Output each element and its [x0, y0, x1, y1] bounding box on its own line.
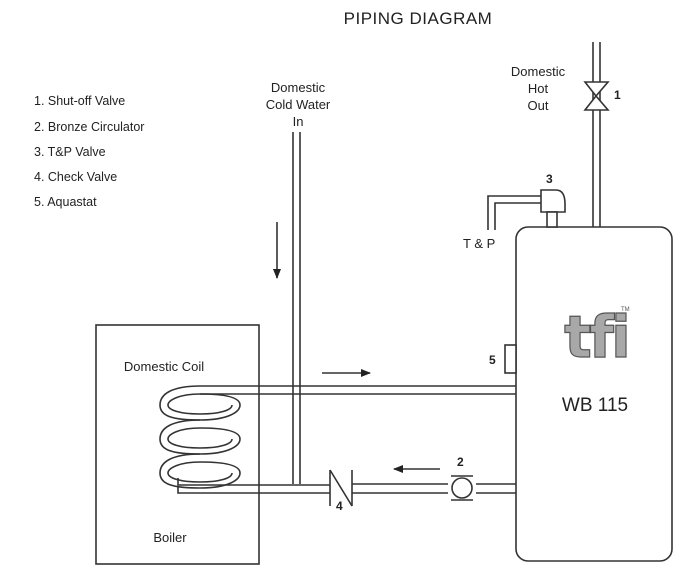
callout-shutoff-valve: 1 — [614, 88, 621, 102]
legend-item-check-valve: 4. Check Valve — [34, 170, 117, 184]
svg-text:Hot: Hot — [528, 81, 549, 96]
legend-item-tp-valve: 3. T&P Valve — [34, 145, 106, 159]
hot-water-pipe — [592, 42, 601, 227]
tfi-logo: tfi TM — [563, 302, 631, 371]
cold-water-pipe — [292, 132, 301, 484]
callout-circulator: 2 — [457, 455, 464, 469]
legend-item-aquastat: 5. Aquastat — [34, 195, 97, 209]
legend-item-bronze-circulator: 2. Bronze Circulator — [34, 120, 144, 134]
shutoff-valve-icon — [583, 81, 610, 111]
aquastat-icon — [504, 344, 517, 374]
svg-text:Domestic: Domestic — [271, 80, 326, 95]
tp-label: T & P — [463, 236, 495, 251]
callout-check-valve: 4 — [336, 499, 343, 513]
cold-water-label: Domestic Cold Water In — [266, 80, 331, 129]
callout-tp-valve: 3 — [546, 172, 553, 186]
model-label: WB 115 — [562, 395, 628, 416]
svg-text:Domestic: Domestic — [511, 64, 566, 79]
check-valve-icon — [329, 469, 353, 507]
svg-text:TM: TM — [621, 307, 630, 313]
svg-text:tfi: tfi — [564, 303, 628, 371]
boiler-box — [95, 324, 260, 565]
tp-valve-icon — [487, 189, 566, 230]
domestic-coil-label: Domestic Coil — [124, 359, 204, 374]
callout-aquastat: 5 — [489, 353, 496, 367]
legend-item-shutoff-valve: 1. Shut-off Valve — [34, 94, 125, 108]
hot-out-label: Domestic Hot Out — [511, 64, 566, 113]
storage-tank — [515, 226, 673, 562]
svg-text:Cold Water: Cold Water — [266, 97, 331, 112]
return-pipe — [352, 483, 516, 494]
legend: 1. Shut-off Valve 2. Bronze Circulator 3… — [34, 94, 144, 209]
svg-text:In: In — [293, 114, 304, 129]
diagram-title: PIPING DIAGRAM — [344, 9, 493, 28]
svg-text:Out: Out — [528, 98, 549, 113]
domestic-coil — [159, 385, 516, 494]
boiler-label: Boiler — [153, 530, 187, 545]
circulator-icon — [451, 475, 473, 501]
